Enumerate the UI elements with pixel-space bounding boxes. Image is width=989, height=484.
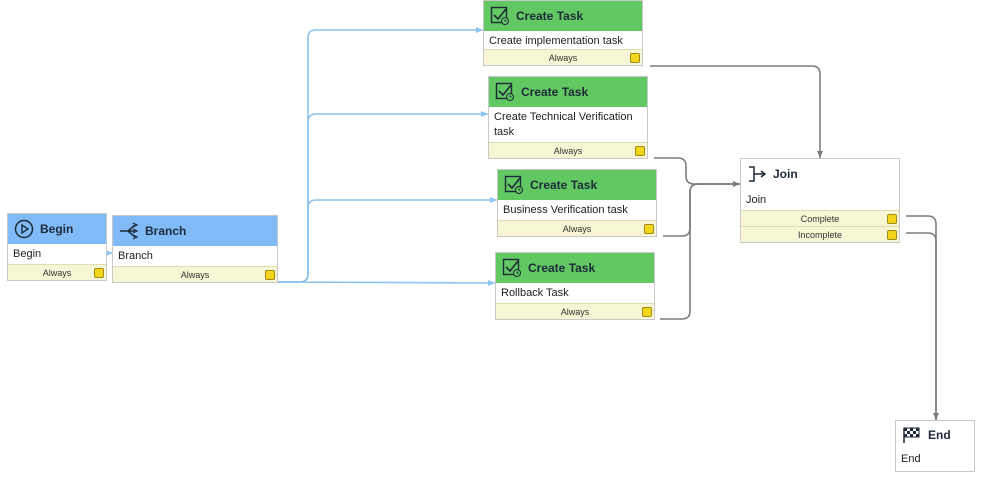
task4-title: Create Task: [528, 261, 596, 275]
task4-port-label: Always: [560, 307, 590, 317]
end-header: End: [896, 421, 974, 449]
edge-join-incomplete-end: [906, 232, 937, 420]
join-port-complete[interactable]: Complete: [741, 210, 899, 226]
task1-label: Create implementation task: [489, 35, 623, 47]
edge-branch-task3: [278, 197, 497, 283]
task-check-icon: [495, 82, 515, 102]
task1-port-handle[interactable]: [630, 53, 640, 63]
join-port-incomplete[interactable]: Incomplete: [741, 226, 899, 242]
begin-port-label: Always: [42, 268, 72, 278]
branch-node[interactable]: Branch Branch Always: [112, 215, 278, 283]
begin-header: Begin: [8, 214, 106, 244]
join-port-incomplete-label: Incomplete: [797, 230, 843, 240]
task1-title: Create Task: [516, 9, 584, 23]
task4-port-handle[interactable]: [642, 307, 652, 317]
task2-label: Create Technical Verification task: [494, 111, 633, 138]
join-port-complete-handle[interactable]: [887, 214, 897, 224]
branch-port-handle[interactable]: [265, 270, 275, 280]
task2-title: Create Task: [521, 85, 589, 99]
join-port-incomplete-handle[interactable]: [887, 230, 897, 240]
branch-icon: [119, 221, 139, 241]
task2-header: Create Task: [489, 77, 647, 107]
edge-branch-task4: [277, 279, 496, 286]
task2-port-label: Always: [553, 146, 583, 156]
play-circle-icon: [14, 219, 34, 239]
end-title: End: [928, 428, 951, 442]
begin-port-handle[interactable]: [94, 268, 104, 278]
task1-port-label: Always: [548, 53, 578, 63]
checkered-flag-icon: [902, 425, 922, 445]
branch-port-always[interactable]: Always: [113, 266, 277, 282]
edge-task3-join: [663, 183, 740, 237]
task1-port-always[interactable]: Always: [484, 49, 642, 65]
edge-branch-task2: [278, 111, 488, 283]
branch-header: Branch: [113, 216, 277, 246]
begin-title: Begin: [40, 222, 74, 236]
task3-port-label: Always: [562, 224, 592, 234]
end-node[interactable]: End End: [895, 420, 975, 472]
task3-port-always[interactable]: Always: [498, 220, 656, 236]
edge-task1-join: [650, 65, 823, 158]
branch-title: Branch: [145, 224, 187, 238]
task3-port-handle[interactable]: [644, 224, 654, 234]
join-header: Join: [741, 159, 899, 189]
task4-label: Rollback Task: [501, 287, 569, 299]
task2-port-handle[interactable]: [635, 146, 645, 156]
edge-branch-task1: [278, 27, 483, 283]
task3-title: Create Task: [530, 178, 598, 192]
create-task-node-2[interactable]: Create Task Create Technical Verificatio…: [488, 76, 648, 159]
task3-label: Business Verification task: [503, 204, 628, 216]
task-check-icon: [490, 6, 510, 26]
join-label: Join: [746, 194, 767, 206]
task2-port-always[interactable]: Always: [489, 142, 647, 158]
create-task-node-1[interactable]: Create Task Create implementation task A…: [483, 0, 643, 66]
task-check-icon: [502, 258, 522, 278]
join-title: Join: [773, 167, 798, 181]
edge-join-end: [906, 215, 939, 420]
edge-task2-join: [654, 157, 740, 187]
join-port-complete-label: Complete: [800, 214, 840, 224]
create-task-node-4[interactable]: Create Task Rollback Task Always: [495, 252, 655, 320]
edge-task4-join: [660, 183, 740, 320]
task4-header: Create Task: [496, 253, 654, 283]
branch-label: Branch: [118, 250, 153, 262]
end-label: End: [901, 453, 921, 465]
create-task-node-3[interactable]: Create Task Business Verification task A…: [497, 169, 657, 237]
join-icon: [747, 164, 767, 184]
begin-port-always[interactable]: Always: [8, 264, 106, 280]
begin-node[interactable]: Begin Begin Always: [7, 213, 107, 281]
begin-label: Begin: [13, 248, 42, 260]
branch-port-label: Always: [180, 270, 210, 280]
task3-header: Create Task: [498, 170, 656, 200]
task1-header: Create Task: [484, 1, 642, 31]
task4-port-always[interactable]: Always: [496, 303, 654, 319]
join-node[interactable]: Join Join Complete Incomplete: [740, 158, 900, 243]
task-check-icon: [504, 175, 524, 195]
